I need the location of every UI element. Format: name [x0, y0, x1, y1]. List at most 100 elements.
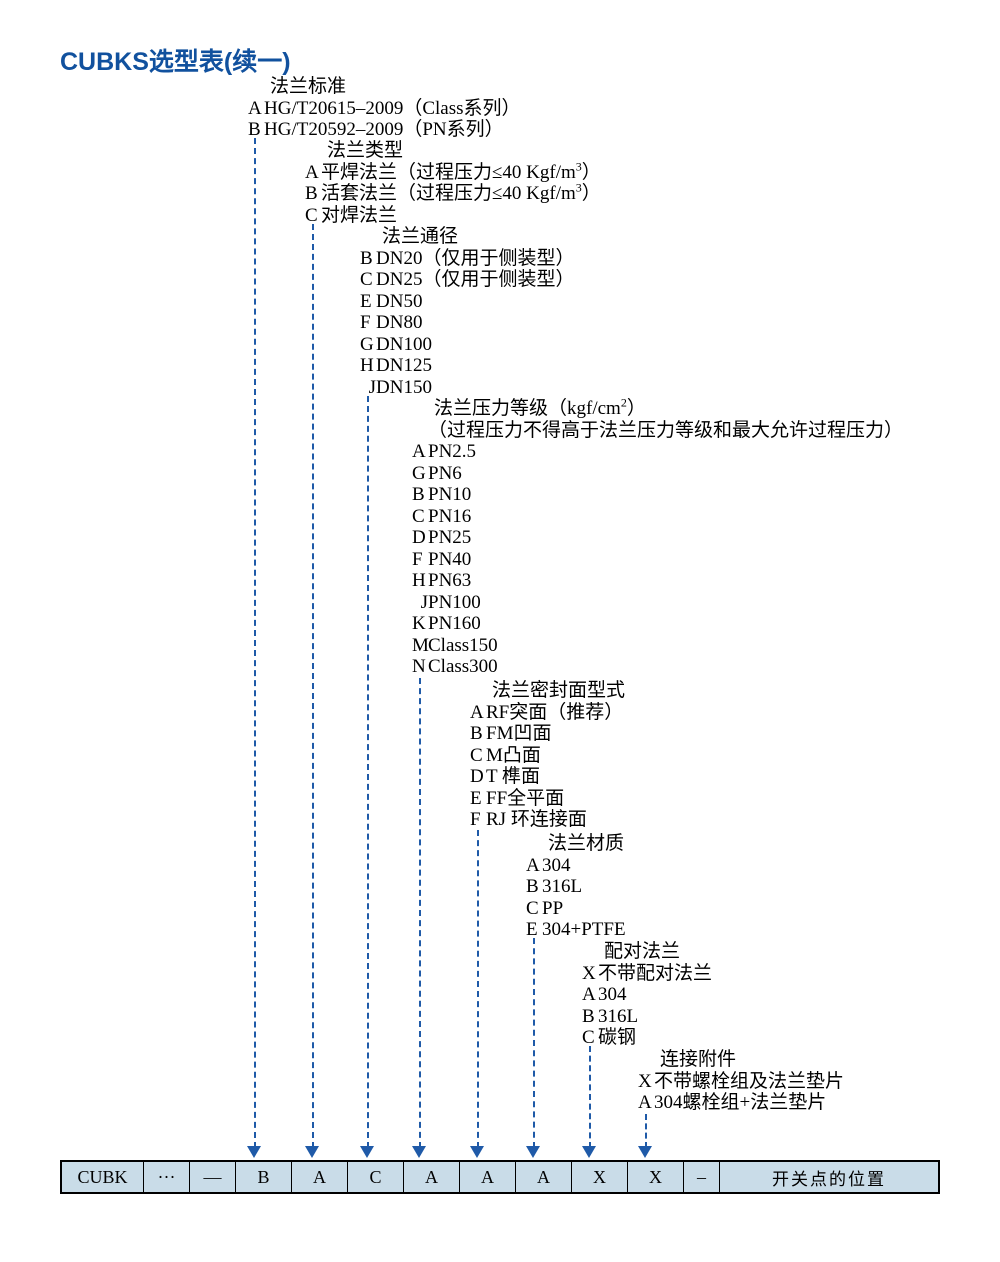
option-code: F: [360, 312, 371, 333]
option-label: 304: [542, 854, 571, 876]
connector-arrow-flange-bore: [360, 1146, 374, 1158]
option-superscript: 3: [575, 159, 582, 174]
option-code: B: [305, 183, 318, 204]
option-label: PN160: [428, 613, 481, 634]
code-cell-flange-bore[interactable]: C: [348, 1162, 404, 1192]
tier-heading: 法兰标准: [270, 76, 347, 97]
code-cell-flange-standard[interactable]: B: [236, 1162, 292, 1192]
option-label: 316L: [542, 876, 583, 897]
connector-line-flange-bore: [367, 396, 369, 1148]
tier-subheading: （过程压力不得高于法兰压力等级和最大允许过程压力）: [428, 419, 904, 441]
code-cell-model[interactable]: CUBK: [62, 1162, 144, 1192]
connector-arrow-mating-flange: [582, 1146, 596, 1158]
option-label: RJ 环连接面: [486, 809, 587, 830]
option-label: M凸面: [486, 744, 541, 766]
code-cell-separator[interactable]: —: [190, 1162, 236, 1192]
tier-heading-superscript: 2: [620, 395, 627, 410]
option-code: D: [470, 766, 484, 787]
option-label: PN10: [428, 484, 472, 505]
connector-arrow-flange-pressure-rating: [412, 1146, 426, 1158]
option-code: G: [412, 462, 426, 484]
tier-heading: 法兰压力等级（kgf/cm2）: [412, 395, 903, 420]
tier-heading: 配对法兰: [604, 941, 681, 962]
option-label: DN25（仅用于侧装型）: [376, 269, 575, 290]
option-label: DN20（仅用于侧装型）: [376, 247, 575, 269]
tier-heading-text: 法兰压力等级（kgf/cm: [434, 398, 621, 419]
option-label: 平焊法兰（过程压力≤40 Kgf/m: [321, 161, 576, 183]
option-label: PN100: [428, 591, 481, 613]
tier-heading: 法兰材质: [548, 833, 625, 854]
option-label: HG/T20615–2009（Class系列）: [264, 97, 521, 119]
option-code: H: [360, 355, 374, 376]
option-label: Class300: [428, 656, 498, 677]
option-label: FF全平面: [486, 787, 565, 809]
option-label: PN2.5: [428, 441, 477, 462]
option-row: JDN150: [360, 377, 574, 399]
tier-flange-pressure-rating: 法兰压力等级（kgf/cm2） （过程压力不得高于法兰压力等级和最大允许过程压力…: [412, 395, 904, 678]
option-code: E: [470, 787, 482, 809]
code-cell-ellipsis[interactable]: ···: [144, 1162, 190, 1192]
option-code: J: [368, 376, 376, 398]
tier-heading: 法兰类型: [327, 140, 404, 161]
code-cell-switch-point-position[interactable]: 开关点的位置: [720, 1162, 938, 1192]
code-cell-connection-accessories[interactable]: X: [628, 1162, 684, 1192]
option-label: FM凹面: [486, 723, 552, 744]
option-label: DN150: [376, 376, 432, 398]
code-cell-flange-sealing-face[interactable]: A: [460, 1162, 516, 1192]
option-label: 活套法兰（过程压力≤40 Kgf/m: [321, 183, 576, 204]
option-code: A: [470, 701, 484, 723]
tier-heading: 连接附件: [660, 1049, 737, 1070]
option-code: B: [248, 119, 261, 140]
option-code: A: [412, 441, 426, 462]
option-label: Class150: [428, 634, 498, 656]
option-code: E: [360, 290, 372, 312]
option-label: PN6: [428, 462, 462, 484]
option-code: A: [526, 854, 540, 876]
connector-arrow-flange-sealing-face: [470, 1146, 484, 1158]
option-code: B: [526, 876, 539, 897]
option-label-tail: ）: [581, 161, 601, 183]
option-code: H: [412, 570, 426, 591]
code-cell-flange-type[interactable]: A: [292, 1162, 348, 1192]
option-code: A: [638, 1092, 652, 1113]
connector-line-flange-material: [533, 938, 535, 1148]
code-cell-flange-material[interactable]: A: [516, 1162, 572, 1192]
option-code: F: [470, 809, 481, 830]
tier-heading: 法兰通径: [382, 226, 459, 247]
connector-line-mating-flange: [589, 1046, 591, 1148]
code-cell-separator-2[interactable]: –: [684, 1162, 720, 1192]
code-cell-mating-flange[interactable]: X: [572, 1162, 628, 1192]
option-code: C: [470, 744, 483, 766]
option-code: A: [305, 161, 319, 183]
connector-line-connection-accessories: [645, 1114, 647, 1148]
code-cell-flange-pressure-rating[interactable]: A: [404, 1162, 460, 1192]
option-label: PN40: [428, 548, 472, 570]
